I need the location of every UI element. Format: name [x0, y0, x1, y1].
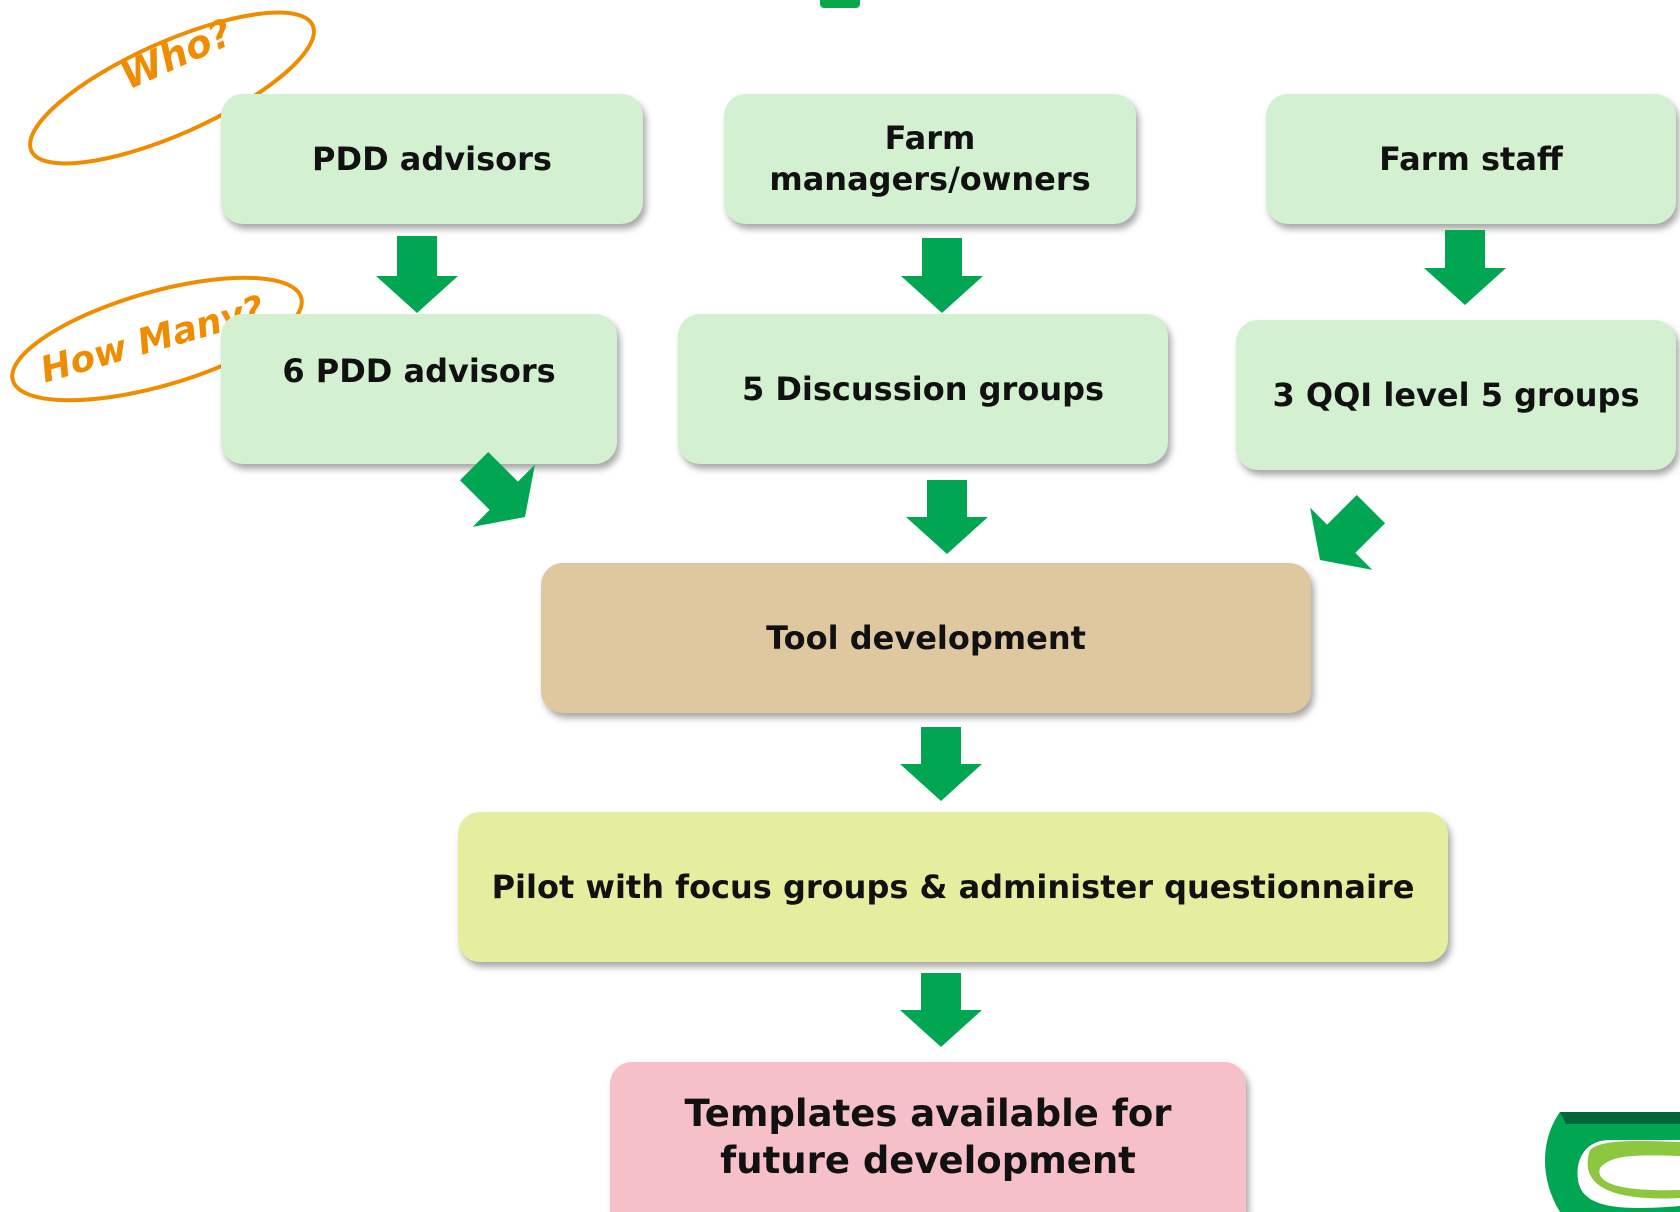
discussion-groups-label: 5 Discussion groups [741, 369, 1105, 408]
arrow-tool-down [900, 727, 982, 801]
arrow-discussion-down [906, 480, 988, 554]
farm-managers-label: Farm managers/owners [769, 119, 1091, 198]
qqi-groups-label: 3 QQI level 5 groups [1272, 375, 1640, 414]
how-many-oval [10, 275, 304, 403]
arrow-pilot-down [900, 973, 982, 1047]
six-pdd-advisors-box: 6 PDD advisors [221, 314, 617, 464]
pdd-advisors-label: PDD advisors [312, 139, 552, 178]
pdd-advisors-box: PDD advisors [221, 94, 643, 224]
tool-development-label: Tool development [766, 618, 1086, 657]
discussion-groups-box: 5 Discussion groups [678, 314, 1168, 464]
arrow-staff-down [1424, 230, 1506, 305]
who-oval [28, 10, 316, 166]
title-fragment [820, 0, 860, 8]
tool-development-box: Tool development [541, 563, 1311, 713]
arrow-right-diagonal [1310, 494, 1386, 570]
farm-managers-box: Farm managers/owners [724, 94, 1136, 224]
pilot-label: Pilot with focus groups & administer que… [491, 867, 1415, 906]
six-pdd-advisors-label: 6 PDD advisors [282, 351, 556, 390]
arrow-farm-down [901, 238, 983, 313]
pilot-box: Pilot with focus groups & administer que… [458, 812, 1448, 962]
arrow-left-diagonal [459, 451, 535, 527]
farm-staff-box: Farm staff [1266, 94, 1676, 224]
qqi-groups-box: 3 QQI level 5 groups [1236, 320, 1676, 470]
templates-label: Templates available for future developme… [684, 1091, 1172, 1182]
farm-staff-label: Farm staff [1379, 139, 1563, 178]
arrow-pdd-down [376, 236, 458, 313]
templates-box: Templates available for future developme… [610, 1062, 1246, 1212]
